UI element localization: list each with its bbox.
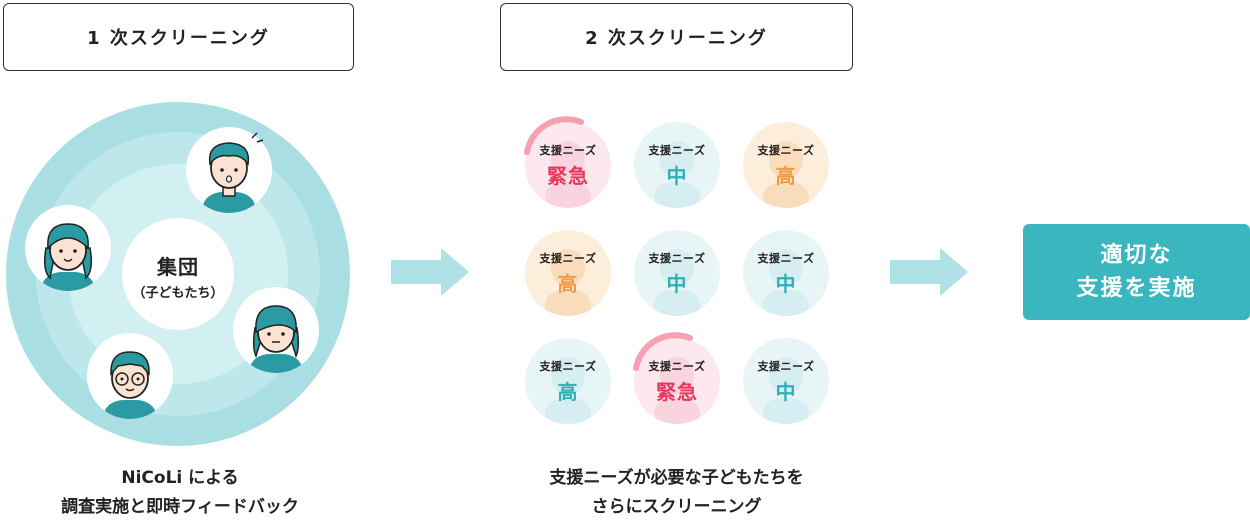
group-title: 集団 [157, 255, 199, 279]
urgent-highlight-arc [633, 332, 693, 371]
need-label: 支援ニーズ [648, 359, 706, 373]
child-silhouette-icon [545, 357, 591, 424]
need-card: 支援ニーズ高 [525, 338, 611, 424]
stage2-title-box: 2 次スクリーニング [500, 3, 853, 71]
need-card: 支援ニーズ中 [634, 230, 720, 316]
stage1-caption: NiCoLi による 調査実施と即時フィードバック [20, 464, 340, 522]
child-avatar-3 [233, 287, 319, 373]
stage2-caption-line1: 支援ニーズが必要な子どもたちを [549, 468, 804, 488]
child-silhouette-icon [763, 249, 809, 316]
stage2-title: 2 次スクリーニング [585, 28, 768, 49]
need-label: 支援ニーズ [757, 143, 815, 157]
group-illustration [6, 102, 350, 446]
need-level: 高 [557, 379, 579, 404]
need-level: 中 [666, 163, 688, 188]
need-card: 支援ニーズ中 [743, 230, 829, 316]
child-silhouette-icon [654, 357, 700, 424]
need-label: 支援ニーズ [539, 359, 597, 373]
need-level: 中 [666, 271, 688, 296]
center-circle [122, 218, 234, 330]
need-card: 支援ニーズ中 [634, 122, 720, 208]
need-card: 支援ニーズ高 [743, 122, 829, 208]
need-level: 中 [775, 379, 797, 404]
stage1-title-box: 1 次スクリーニング [3, 3, 354, 71]
child-silhouette-icon [654, 141, 700, 208]
child-silhouette-icon [545, 249, 591, 316]
urgent-highlight-arc [524, 116, 584, 155]
right-arrow-icon [391, 248, 469, 296]
support-action-box: 適切な 支援を実施 [1023, 224, 1250, 320]
need-level: 緊急 [656, 379, 698, 404]
need-level: 高 [775, 163, 797, 188]
need-card: 支援ニーズ緊急 [525, 122, 611, 208]
action-line2: 支援を実施 [1076, 276, 1197, 301]
child-silhouette-icon [654, 249, 700, 316]
need-label: 支援ニーズ [539, 143, 597, 157]
stage2-caption: 支援ニーズが必要な子どもたちを さらにスクリーニング [500, 464, 853, 522]
child-silhouette-icon [545, 141, 591, 208]
stage1-caption-line2: 調査実施と即時フィードバック [61, 497, 299, 517]
need-label: 支援ニーズ [539, 251, 597, 265]
need-level: 緊急 [547, 163, 589, 188]
need-card: 支援ニーズ中 [743, 338, 829, 424]
need-label: 支援ニーズ [757, 359, 815, 373]
stage2-caption-line2: さらにスクリーニング [591, 497, 762, 517]
stage1-caption-line1: NiCoLi による [121, 468, 239, 488]
right-arrow-icon [890, 248, 968, 296]
need-label: 支援ニーズ [648, 251, 706, 265]
need-level: 中 [775, 271, 797, 296]
need-label: 支援ニーズ [757, 251, 815, 265]
need-card: 支援ニーズ高 [525, 230, 611, 316]
child-avatar-2 [25, 205, 111, 291]
child-silhouette-icon [763, 141, 809, 208]
need-level: 高 [557, 271, 579, 296]
group-center-label: 集団 （子どもたち） [122, 220, 234, 332]
stage1-title: 1 次スクリーニング [87, 28, 270, 49]
group-subtitle: （子どもたち） [132, 286, 224, 301]
child-avatar-4 [87, 333, 173, 419]
need-label: 支援ニーズ [648, 143, 706, 157]
child-avatar-1 [186, 127, 272, 213]
need-card: 支援ニーズ緊急 [634, 338, 720, 424]
child-silhouette-icon [763, 357, 809, 424]
action-line1: 適切な [1100, 243, 1173, 268]
